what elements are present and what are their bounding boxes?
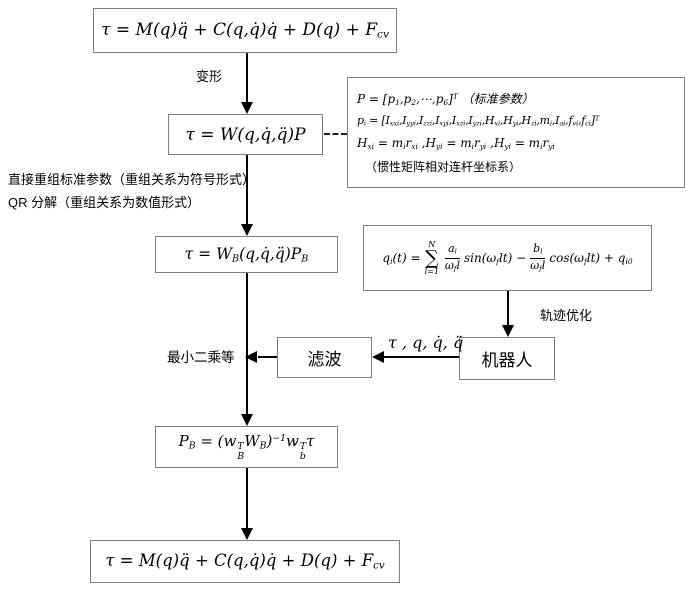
- arrowhead-top-to-regressor: [241, 102, 253, 114]
- arrow-filter-to-mainline: [258, 356, 277, 358]
- trajectory-optimization-label: 轨迹优化: [540, 308, 593, 323]
- sine-fraction-denominator: ωfl: [444, 258, 460, 273]
- regroup-symbolic-note: 直接重组标准参数（重组关系为符号形式）: [8, 172, 256, 187]
- first-moment-definition: Hxi = mirxi ,Hyi = miryi ,Hyi = miryi: [357, 135, 555, 151]
- least-squares-label: 最小二乘等: [167, 350, 235, 365]
- filter-node: 滤波: [277, 337, 372, 378]
- trajectory-cosine-term: cos(ωflt) + qi0: [549, 250, 633, 266]
- trajectory-lhs: qi(t) =: [382, 250, 421, 266]
- base-regressor-equation-box: τ = WB(q,q̇,q̈)PB: [155, 236, 338, 273]
- arrowhead-base-to-estimate: [241, 414, 253, 426]
- robot-node-label: 机器人: [481, 351, 533, 370]
- arrow-estimate-to-model: [246, 468, 248, 529]
- standard-parameters-box: P = [p1,p2,⋯,p6]T （标准参数） pi = [Ixxi,Iyyi…: [347, 77, 685, 188]
- arrowhead-trajectory-to-robot: [502, 325, 514, 337]
- dashed-connector: [324, 133, 347, 135]
- trajectory-sine-term: sin(ωflt) −: [463, 250, 527, 266]
- arrow-base-to-estimate: [246, 273, 248, 415]
- dynamics-equation-box-top: τ = M(q)q̈ + C(q,q̇)q̇ + D(q) + Fcv: [93, 8, 397, 53]
- cosine-fraction-numerator: bl: [530, 243, 546, 259]
- regressor-equation-box: τ = W(q,q̇,q̈)P: [168, 114, 323, 155]
- arrow-regressor-to-base: [246, 155, 248, 225]
- arrowhead-robot-to-filter: [372, 351, 384, 363]
- qr-decomposition-note: QR 分解（重组关系为数值形式）: [8, 195, 201, 210]
- param-components-definition: pi = [Ixxi,Iyyi,Izzi,Ixyi,Ixzi,Iyzi,Hxi,…: [357, 114, 600, 129]
- filter-node-label: 滤波: [307, 350, 342, 369]
- param-vector-definition: P = [p1,p2,⋯,p6]T （标准参数）: [357, 91, 534, 107]
- measured-signals-label: τ , q, q̇, q̈: [388, 333, 464, 352]
- arrowhead-estimate-to-model: [241, 528, 253, 540]
- sigma-icon: ∑: [424, 246, 439, 269]
- dynamics-equation-top-text: τ = M(q)q̈ + C(q,q̇)q̇ + D(q) + Fcv: [101, 20, 389, 41]
- sine-fraction-numerator: al: [445, 243, 460, 259]
- transform-label: 变形: [196, 69, 223, 84]
- summation-lower-limit: l=1: [424, 266, 439, 276]
- summation-symbol: N ∑ l=1: [424, 239, 439, 276]
- robot-node: 机器人: [459, 337, 555, 380]
- inertia-frame-note: （惯性矩阵相对连杆坐标系）: [365, 160, 522, 175]
- cosine-coefficient-fraction: bl ωfl: [530, 243, 546, 273]
- regressor-equation-text: τ = W(q,q̇,q̈)P: [185, 124, 306, 145]
- arrowhead-filter-to-mainline: [245, 351, 257, 363]
- cosine-fraction-denominator: ωfl: [530, 258, 546, 273]
- sine-coefficient-fraction: al ωfl: [445, 243, 460, 272]
- arrow-trajectory-to-robot: [507, 291, 509, 326]
- summation-upper-limit: N: [428, 239, 436, 249]
- arrowhead-regressor-to-base: [241, 224, 253, 236]
- dynamics-equation-bottom-text: τ = M(q)q̈ + C(q,q̇)q̇ + D(q) + Fcv: [105, 551, 385, 572]
- dynamics-equation-box-bottom: τ = M(q)q̈ + C(q,q̇)q̇ + D(q) + Fcv: [90, 540, 400, 583]
- base-regressor-equation-text: τ = WB(q,q̇,q̈)PB: [184, 244, 309, 265]
- arrow-robot-to-filter: [384, 356, 459, 358]
- trajectory-equation-box: qi(t) = N ∑ l=1 al ωfl sin(ωflt) − bl ωf…: [363, 225, 652, 291]
- arrow-top-to-regressor: [246, 53, 248, 103]
